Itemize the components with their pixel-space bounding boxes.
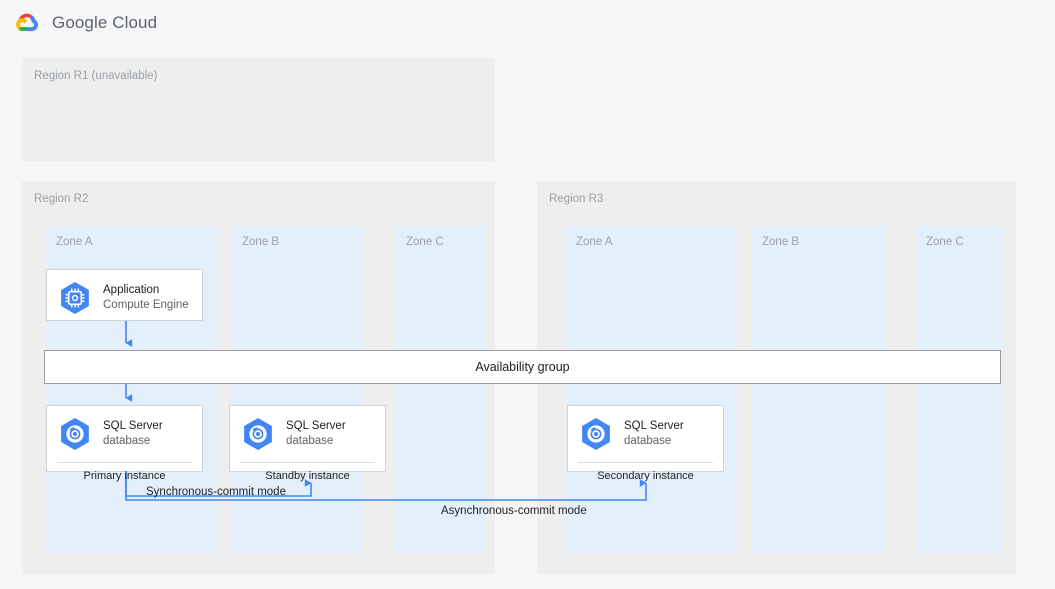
- compute-engine-icon: [56, 279, 94, 317]
- region-r2-label: Region R2: [34, 193, 89, 205]
- region-r1-label: Region R1 (unavailable): [34, 70, 158, 82]
- connector-label-asynchronous: Asynchronous-commit mode: [441, 505, 587, 517]
- google-cloud-logo-icon: [14, 9, 42, 37]
- availability-group-label: Availability group: [475, 360, 570, 374]
- application-card-subtitle: Compute Engine: [103, 299, 189, 311]
- sql-server-secondary-subtitle: database: [624, 435, 672, 447]
- application-card-title: Application: [103, 284, 160, 297]
- sql-server-database-icon: [239, 415, 277, 453]
- zone-label: Zone B: [242, 236, 280, 248]
- region-r3-zone-b: Zone B: [751, 226, 884, 553]
- card-divider: [57, 462, 192, 463]
- zone-label: Zone A: [56, 236, 93, 248]
- app-header: Google Cloud: [0, 0, 1055, 46]
- sql-server-primary-title: SQL Server: [103, 420, 163, 433]
- zone-label: Zone B: [762, 236, 800, 248]
- sql-server-database-icon: [577, 415, 615, 453]
- application-card[interactable]: Application Compute Engine: [46, 269, 203, 321]
- card-divider: [578, 462, 713, 463]
- zone-label: Zone A: [576, 236, 613, 248]
- sql-server-primary-footer: Primary instance: [83, 470, 166, 482]
- sql-server-secondary-footer: Secondary instance: [597, 470, 694, 482]
- card-divider: [240, 462, 375, 463]
- sql-server-standby-subtitle: database: [286, 435, 334, 447]
- zone-label: Zone C: [926, 236, 964, 248]
- region-r3-zone-a: Zone A: [565, 226, 737, 553]
- brand-title: Google Cloud: [52, 13, 158, 32]
- sql-server-secondary-card[interactable]: SQL Server database Secondary instance: [567, 405, 724, 482]
- sql-server-primary-subtitle: database: [103, 435, 151, 447]
- connector-label-synchronous: Synchronous-commit mode: [146, 486, 286, 498]
- region-r3-label: Region R3: [549, 193, 604, 205]
- region-r2-zone-b: Zone B: [231, 226, 364, 553]
- zone-label: Zone C: [406, 236, 444, 248]
- sql-server-standby-card[interactable]: SQL Server database Standby instance: [229, 405, 386, 482]
- sql-server-secondary-title: SQL Server: [624, 420, 684, 433]
- sql-server-standby-title: SQL Server: [286, 420, 346, 433]
- region-r3-zone-c: Zone C: [915, 226, 1004, 553]
- region-r1: Region R1 (unavailable): [22, 58, 495, 161]
- sql-server-standby-footer: Standby instance: [265, 470, 350, 482]
- sql-server-primary-card[interactable]: SQL Server database Primary instance: [46, 405, 203, 482]
- availability-group-bar: Availability group: [44, 350, 1001, 384]
- region-r2-zone-c: Zone C: [395, 226, 484, 553]
- sql-server-database-icon: [56, 415, 94, 453]
